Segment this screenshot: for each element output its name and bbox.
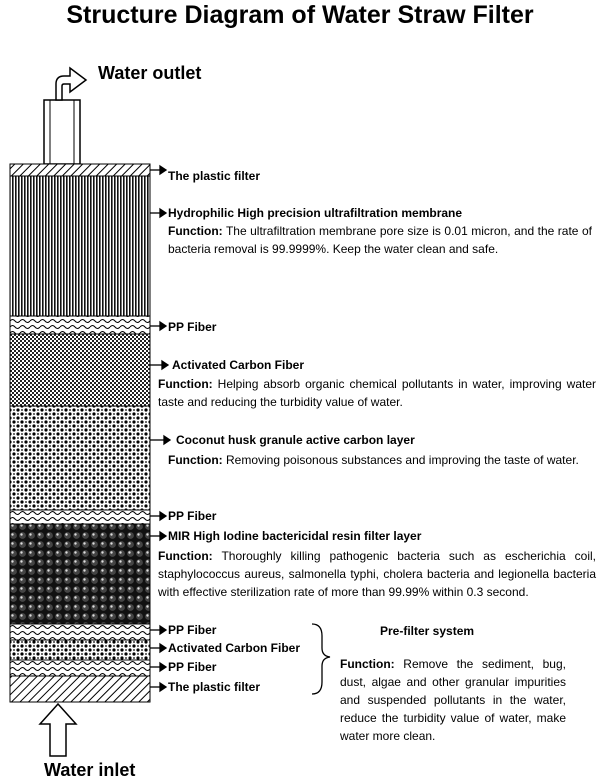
outlet-arrow-icon <box>55 66 88 101</box>
label-coconut-carbon: Coconut husk granule active carbon layer <box>176 433 415 447</box>
function-key: Function: <box>158 377 213 391</box>
layer-plastic-filter-top <box>9 163 151 177</box>
label-ultrafiltration: Hydrophilic High precision ultrafiltrati… <box>168 206 463 220</box>
filter-column <box>9 163 151 703</box>
label-plastic-filter-bottom: The plastic filter <box>168 680 261 694</box>
label-pp-fiber-4: PP Fiber <box>168 660 217 674</box>
outlet-tube <box>43 99 81 165</box>
function-key: Function: <box>168 224 223 238</box>
function-key: Function: <box>158 549 213 563</box>
label-plastic-filter-top: The plastic filter <box>168 169 261 183</box>
layer-coconut-carbon <box>9 405 151 511</box>
label-activated-carbon-fiber-2: Activated Carbon Fiber <box>168 641 301 655</box>
function-text: The ultrafiltration membrane pore size i… <box>168 224 592 256</box>
function-text: Thoroughly killing pathogenic bacteria s… <box>158 549 596 599</box>
layer-pp-fiber-2 <box>9 509 151 525</box>
layer-plastic-filter-bottom <box>9 675 151 703</box>
label-resin: MIR High Iodine bactericidal resin filte… <box>168 529 422 543</box>
layer-pp-fiber-4 <box>9 659 151 677</box>
desc-resin: Function: Thoroughly killing pathogenic … <box>158 547 596 601</box>
layer-resin <box>9 523 151 625</box>
function-key: Function: <box>168 453 223 467</box>
water-outlet-label: Water outlet <box>98 63 202 83</box>
label-pp-fiber-3: PP Fiber <box>168 623 217 637</box>
label-pp-fiber-1: PP Fiber <box>168 320 217 334</box>
pointer-arrows <box>150 164 172 693</box>
page-title: Structure Diagram of Water Straw Filter <box>66 1 534 29</box>
layer-ultrafiltration <box>9 175 151 317</box>
function-key: Function: <box>340 657 395 671</box>
layer-activated-carbon-fiber-2 <box>9 639 151 661</box>
function-text: Remove the sediment, bug, dust, algae an… <box>340 657 566 743</box>
prefilter-title: Pre-filter system <box>380 624 475 638</box>
inlet-arrow-icon <box>38 702 78 757</box>
prefilter-brace <box>311 623 331 695</box>
desc-coconut-carbon: Function: Removing poisonous substances … <box>168 451 596 469</box>
function-text: Helping absorb organic chemical pollutan… <box>158 377 596 409</box>
layer-activated-carbon-fiber <box>9 333 151 407</box>
desc-activated-carbon-fiber: Function: Helping absorb organic chemica… <box>158 375 596 411</box>
label-pp-fiber-2: PP Fiber <box>168 509 217 523</box>
desc-ultrafiltration: Function: The ultrafiltration membrane p… <box>168 222 592 258</box>
prefilter-desc: Function: Remove the sediment, bug, dust… <box>340 655 566 745</box>
function-text: Removing poisonous substances and improv… <box>222 453 579 467</box>
layer-pp-fiber-3 <box>9 623 151 641</box>
layer-pp-fiber-1 <box>9 315 151 335</box>
label-activated-carbon-fiber: Activated Carbon Fiber <box>172 358 305 372</box>
water-inlet-label: Water inlet <box>44 760 136 780</box>
